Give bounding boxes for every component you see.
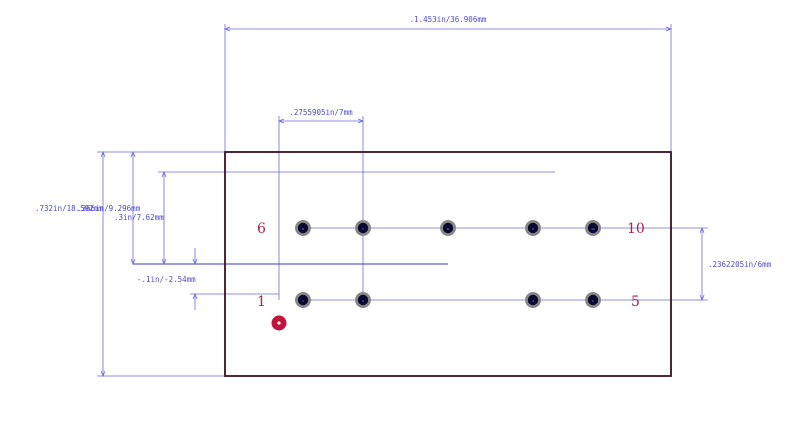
component-body-outline [224, 151, 672, 377]
pin-label-bottom-right: 5 [631, 294, 640, 310]
pad-number: 10 [591, 227, 595, 231]
overall-width-label: .1.453in/36.906mm [410, 15, 487, 24]
overall-height-dimension: .732in/18.592mm [35, 150, 225, 378]
pad[interactable]: 1 [295, 292, 311, 308]
pad-row-bottom: 1 2 4 5 [295, 292, 601, 308]
pad[interactable]: 7 [355, 220, 371, 236]
overlap-height-label: .366in/9.296mm [77, 204, 141, 213]
pad-number: 5 [592, 299, 594, 303]
pin-label-bottom-left: 1 [257, 294, 266, 310]
pad[interactable]: 2 [355, 292, 371, 308]
pad[interactable]: 8 [440, 220, 456, 236]
pad[interactable]: 5 [585, 292, 601, 308]
pad-number: 9 [532, 227, 534, 231]
pad-number: 6 [302, 227, 304, 231]
small-offset-dimension: -.1in/-2.54mm [137, 248, 279, 310]
row-spacing-label: .2362205in/6mm [708, 260, 772, 269]
pad[interactable]: 6 [295, 220, 311, 236]
pad-number: 2 [362, 299, 364, 303]
pad[interactable]: 9 [525, 220, 541, 236]
pin-pitch-label: .2755905in/7mm [289, 108, 353, 117]
small-offset-label: -.1in/-2.54mm [137, 275, 196, 284]
pin1-marker-icon [271, 315, 287, 331]
pad[interactable]: 10 [585, 220, 601, 236]
pad-number: 7 [362, 227, 364, 231]
mid-height-label: .3in/7.62mm [114, 213, 164, 222]
overlap-height-dimension: .366in/9.296mm [77, 150, 448, 266]
pad-number: 1 [302, 299, 304, 303]
overall-height-label: .732in/18.592mm [35, 204, 103, 213]
pin-label-top-right: 10 [627, 221, 645, 237]
overall-width-dimension: .1.453in/36.906mm [223, 15, 673, 152]
pad[interactable]: 4 [525, 292, 541, 308]
pad-number: 4 [532, 299, 534, 303]
pin-label-top-left: 6 [257, 221, 266, 237]
pin-pitch-dimension: .2755905in/7mm [277, 108, 365, 300]
pad-row-top: 6 7 8 9 10 [295, 220, 601, 236]
pad-number: 8 [447, 227, 449, 231]
mid-height-dimension: .3in/7.62mm [114, 170, 555, 266]
